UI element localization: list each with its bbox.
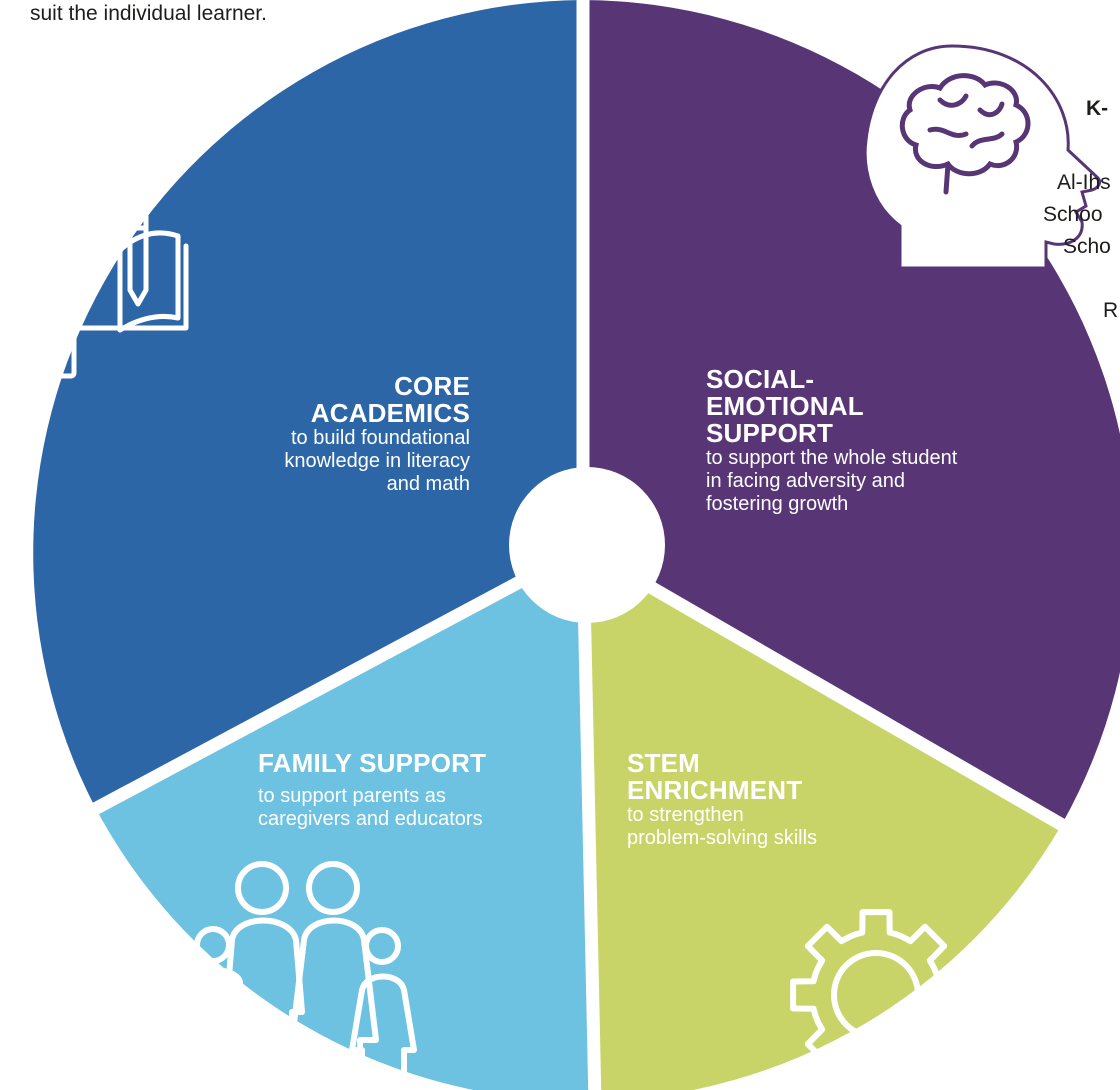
family-icon — [181, 861, 417, 1090]
description-line: caregivers and educators — [258, 808, 483, 830]
description-line: to strengthen — [627, 804, 744, 826]
family-support-label: FAMILY SUPPORT to support parents as car… — [258, 750, 578, 831]
title-line: ACADEMICS — [310, 398, 470, 428]
title-line: ENRICHMENT — [627, 775, 803, 805]
core-academics-label: CORE ACADEMICS to build foundational kno… — [180, 373, 470, 496]
title-line: SOCIAL- — [706, 364, 815, 394]
title-line: FAMILY SUPPORT — [258, 748, 487, 778]
title-line: CORE — [394, 371, 470, 401]
segment-stem-enrichment — [583, 548, 1062, 1090]
description-line: to support the whole student — [706, 447, 958, 469]
book-calculator-icon — [7, 193, 189, 379]
social-emotional-description: to support the whole student in facing a… — [706, 447, 1046, 516]
title-line: SUPPORT — [706, 418, 834, 448]
side-panel-line: Al-Ihs — [1057, 171, 1111, 194]
description-line: to support parents as — [258, 785, 446, 807]
description-line: to build foundational — [290, 427, 470, 449]
family-support-description: to support parents as caregivers and edu… — [258, 785, 578, 831]
description-line: knowledge in literacy — [284, 450, 470, 472]
description-line: and math — [386, 473, 470, 495]
social-emotional-label: SOCIAL- EMOTIONAL SUPPORT to support the… — [706, 366, 1046, 516]
family-support-title: FAMILY SUPPORT — [258, 750, 578, 777]
stem-enrichment-title: STEM ENRICHMENT — [627, 750, 927, 804]
stem-enrichment-description: to strengthen problem-solving skills — [627, 804, 927, 850]
core-academics-description: to build foundational knowledge in liter… — [180, 427, 470, 496]
side-panel-line: Schoo — [1043, 203, 1103, 226]
brain-head-icon — [863, 44, 1102, 270]
gear-icon — [790, 909, 962, 1081]
side-panel-line: R — [1103, 299, 1119, 322]
description-line: fostering growth — [706, 493, 849, 515]
side-panel-heading: K- — [1086, 97, 1109, 120]
segment-core-academics — [33, 0, 584, 807]
intro-text: suit the individual learner. — [30, 2, 267, 25]
title-line: EMOTIONAL — [706, 391, 864, 421]
description-line: problem-solving skills — [627, 827, 818, 849]
segment-family-support — [95, 548, 595, 1090]
center-hub — [509, 467, 665, 623]
title-line: STEM — [627, 748, 701, 778]
core-academics-title: CORE ACADEMICS — [180, 373, 470, 427]
segment-dividers — [89, 0, 1068, 1090]
stem-enrichment-label: STEM ENRICHMENT to strengthen problem-so… — [627, 750, 927, 850]
social-emotional-title: SOCIAL- EMOTIONAL SUPPORT — [706, 366, 1046, 447]
side-panel-line: Scho — [1063, 235, 1111, 258]
description-line: in facing adversity and — [706, 470, 906, 492]
